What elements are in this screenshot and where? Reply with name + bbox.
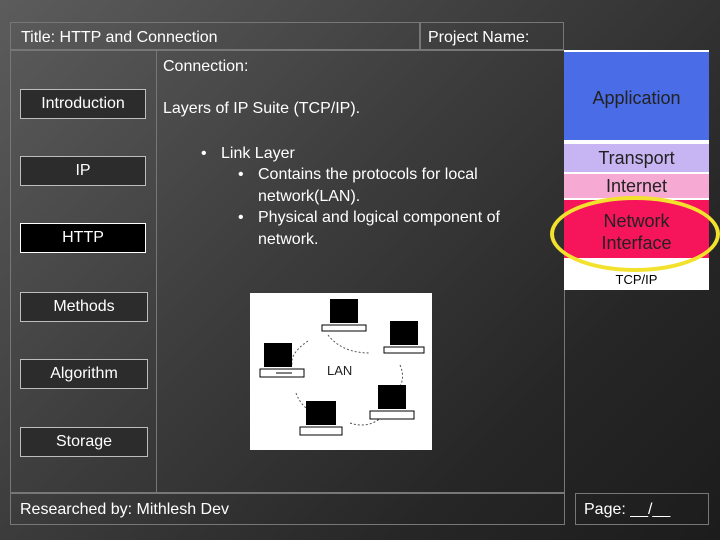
nav-methods-button[interactable]: Methods <box>20 292 148 322</box>
computer-icon <box>369 385 415 420</box>
project-name-box: Project Name: <box>420 22 564 50</box>
bullet-list: Link Layer <box>201 143 421 165</box>
layer-internet: Internet <box>564 174 709 198</box>
nav-storage-button[interactable]: Storage <box>20 427 148 457</box>
layer-transport: Transport <box>564 144 709 172</box>
lan-diagram: LAN <box>250 293 432 450</box>
layers-heading: Layers of IP Suite (TCP/IP). <box>163 100 361 117</box>
computer-icon <box>299 401 343 436</box>
sub-bullet-list: Contains the protocols for local network… <box>238 164 543 250</box>
highlight-ellipse <box>550 196 720 272</box>
researched-by-text: Researched by: Mithlesh Dev <box>20 501 229 518</box>
nav-introduction-button[interactable]: Introduction <box>20 89 146 119</box>
computer-icon <box>259 343 305 378</box>
nav-http-button[interactable]: HTTP <box>20 223 146 253</box>
footer-right: Page: __/__ <box>575 493 709 525</box>
page-number-text: Page: __/__ <box>584 501 671 518</box>
section-heading: Connection: <box>163 58 249 75</box>
title-box: Title: HTTP and Connection <box>10 22 420 50</box>
sub-bullet-item: Physical and logical component of networ… <box>238 207 543 250</box>
project-name-label: Project Name: <box>428 29 530 46</box>
stack-caption: TCP/IP <box>615 272 658 287</box>
computer-icon <box>383 321 425 354</box>
sub-bullet-item: Contains the protocols for local network… <box>238 164 543 207</box>
sidebar <box>10 50 157 493</box>
lan-label: LAN <box>327 363 352 378</box>
computer-icon <box>321 299 367 332</box>
bullet-link-layer: Link Layer <box>201 143 421 165</box>
page-title: Title: HTTP and Connection <box>21 29 218 46</box>
layer-application: Application <box>564 52 709 140</box>
footer-left: Researched by: Mithlesh Dev <box>10 493 565 525</box>
nav-algorithm-button[interactable]: Algorithm <box>20 359 148 389</box>
nav-ip-button[interactable]: IP <box>20 156 146 186</box>
